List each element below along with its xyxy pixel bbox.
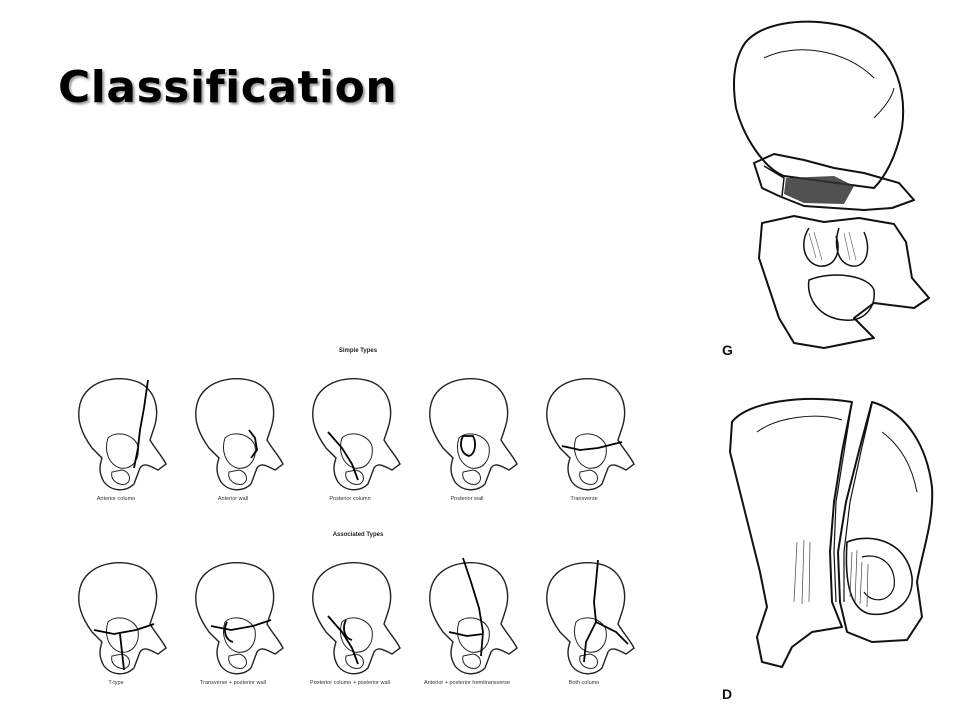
large-figure-d-drawing (729, 397, 934, 668)
pelvis-outline (312, 562, 401, 675)
pelvis-posterior-wall-drawing (429, 378, 518, 491)
diagram-posterior-column: Posterior column (302, 368, 422, 518)
pelvis-posterior-column-drawing (312, 378, 401, 491)
pelvis-outline (78, 378, 167, 491)
pelvis-outline (195, 562, 284, 675)
pelvis-outline (429, 562, 518, 675)
acetabulum-outline (228, 653, 247, 669)
acetabulum-outline (106, 433, 139, 469)
fracture-line (248, 429, 258, 459)
diagram-posterior-wall: Posterior wall (419, 368, 539, 518)
fracture-line (583, 621, 597, 663)
acetabulum-outline (457, 617, 490, 653)
acetabulum-outline (345, 469, 364, 485)
fracture-line (593, 559, 599, 623)
diagram-anterior-column: Anterior column (68, 368, 188, 518)
acetabulum-outline (111, 469, 130, 485)
figure-label-d: D (722, 686, 733, 702)
pelvis-anterior-wall-drawing (195, 378, 284, 491)
diagram-posterior-column-wall: Posterior column + posterior wall (302, 552, 422, 702)
acetabulum-outline (340, 433, 373, 469)
acetabulum-outline (579, 653, 598, 669)
acetabulum-outline (228, 469, 247, 485)
diagram-both-column: Both column (536, 552, 656, 702)
fracture-line (93, 623, 155, 635)
acetabulum-outline (345, 653, 364, 669)
pelvis-transverse-posterior-wall-drawing (195, 562, 284, 675)
pelvis-anterior-column-drawing (78, 378, 167, 491)
diagram-transverse-posterior-wall: Transverse + posterior wall (185, 552, 305, 702)
pelvis-outline (312, 378, 401, 491)
diagram-t-type: T-type (68, 552, 188, 702)
acetabulum-outline (457, 433, 490, 469)
slide-title: Classification (58, 62, 398, 113)
caption-posterior-column: Posterior column (329, 496, 371, 502)
fracture-line (462, 557, 484, 657)
pelvis-outline (546, 378, 635, 491)
acetabulum-outline (579, 469, 598, 485)
acetabulum-outline (574, 433, 607, 469)
fracture-line (327, 431, 359, 481)
pelvis-t-type-drawing (78, 562, 167, 675)
fracture-line (119, 633, 125, 671)
caption-anterior-column: Anterior column (96, 496, 136, 502)
large-figure-g-drawing (733, 20, 930, 349)
fracture-line (224, 621, 234, 643)
caption-transverse-posterior-wall: Transverse + posterior wall (200, 680, 266, 686)
caption-anterior-hemitransverse: Anterior + posterior hemitransverse (423, 680, 511, 686)
fracture-line (448, 631, 484, 637)
acetabulum-outline (223, 617, 256, 653)
pelvis-posterior-column-wall-drawing (312, 562, 401, 675)
diagram-anterior-hemitransverse: Anterior + posterior hemitransverse (419, 552, 539, 702)
fracture-line (595, 621, 629, 645)
pelvis-outline (546, 562, 635, 675)
caption-posterior-column-wall: Posterior column + posterior wall (310, 680, 390, 686)
fracture-line (343, 619, 353, 641)
pelvis-outline (195, 378, 284, 491)
pelvis-outline (78, 562, 167, 675)
simple-types-heading: Simple Types (338, 348, 378, 354)
caption-t-type: T-type (108, 680, 124, 686)
caption-anterior-wall: Anterior wall (217, 496, 249, 502)
figure-label-g: G (722, 342, 733, 358)
pelvis-both-column-drawing (546, 559, 635, 675)
pelvis-transverse-drawing (546, 378, 635, 491)
associated-types-heading: Associated Types (332, 532, 384, 538)
acetabulum-outline (111, 653, 130, 669)
acetabulum-outline (462, 653, 481, 669)
caption-both-column: Both column (568, 680, 600, 686)
caption-posterior-wall: Posterior wall (450, 496, 484, 502)
fracture-line (210, 619, 272, 631)
diagram-anterior-wall: Anterior wall (185, 368, 305, 518)
acetabulum-outline (106, 617, 139, 653)
acetabulum-outline (462, 469, 481, 485)
pelvis-outline (429, 378, 518, 491)
acetabulum-outline (574, 617, 607, 653)
fracture-line (133, 379, 149, 469)
diagram-transverse: Transverse (536, 368, 656, 518)
fracture-line (460, 435, 476, 457)
caption-transverse: Transverse (570, 496, 598, 502)
pelvis-anterior-hemitransverse-drawing (429, 557, 518, 675)
fracture-line (561, 441, 623, 451)
fracture-line (327, 615, 359, 665)
acetabulum-outline (223, 433, 256, 469)
acetabulum-outline (340, 617, 373, 653)
